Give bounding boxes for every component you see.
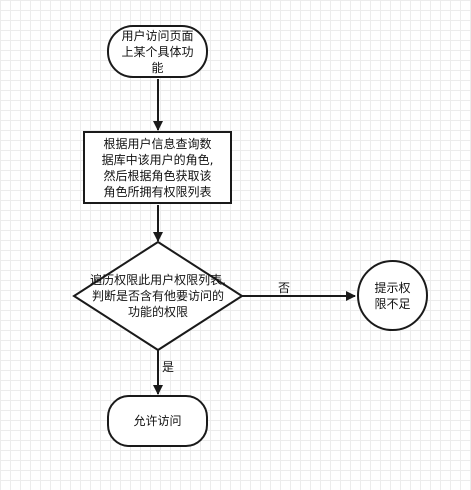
deny-line-2: 限不足 (374, 296, 411, 311)
decision-line-2: 判断是否含有他要访问的 (91, 289, 224, 303)
decision-line-3: 功能的权限 (127, 305, 188, 319)
start-node: 用户访问页面 上某个具体功 能 (107, 25, 208, 78)
deny-line-1: 提示权 (374, 280, 411, 295)
deny-node: 提示权 限不足 (357, 260, 428, 331)
start-line-1: 用户访问页面 (121, 28, 194, 43)
process-line-2: 据库中该用户的角色, (101, 152, 214, 167)
start-line-2: 上某个具体功 (121, 44, 194, 59)
allow-line-1: 允许访问 (133, 414, 182, 428)
process-line-1: 根据用户信息查询数 (103, 136, 212, 151)
process-line-3: 然后根据角色获取该 (103, 168, 212, 183)
decision-text: 遍历权限此用户权限列表, 判断是否含有他要访问的 功能的权限 (66, 272, 250, 320)
process-line-4: 角色所拥有权限列表 (103, 184, 212, 199)
start-line-3: 能 (151, 60, 164, 75)
edge-label-no: 否 (278, 281, 291, 295)
process-node: 根据用户信息查询数 据库中该用户的角色, 然后根据角色获取该 角色所拥有权限列表 (83, 131, 232, 204)
decision-line-1: 遍历权限此用户权限列表, (90, 273, 226, 287)
edge-label-yes: 是 (162, 360, 175, 374)
allow-node: 允许访问 (107, 395, 208, 447)
